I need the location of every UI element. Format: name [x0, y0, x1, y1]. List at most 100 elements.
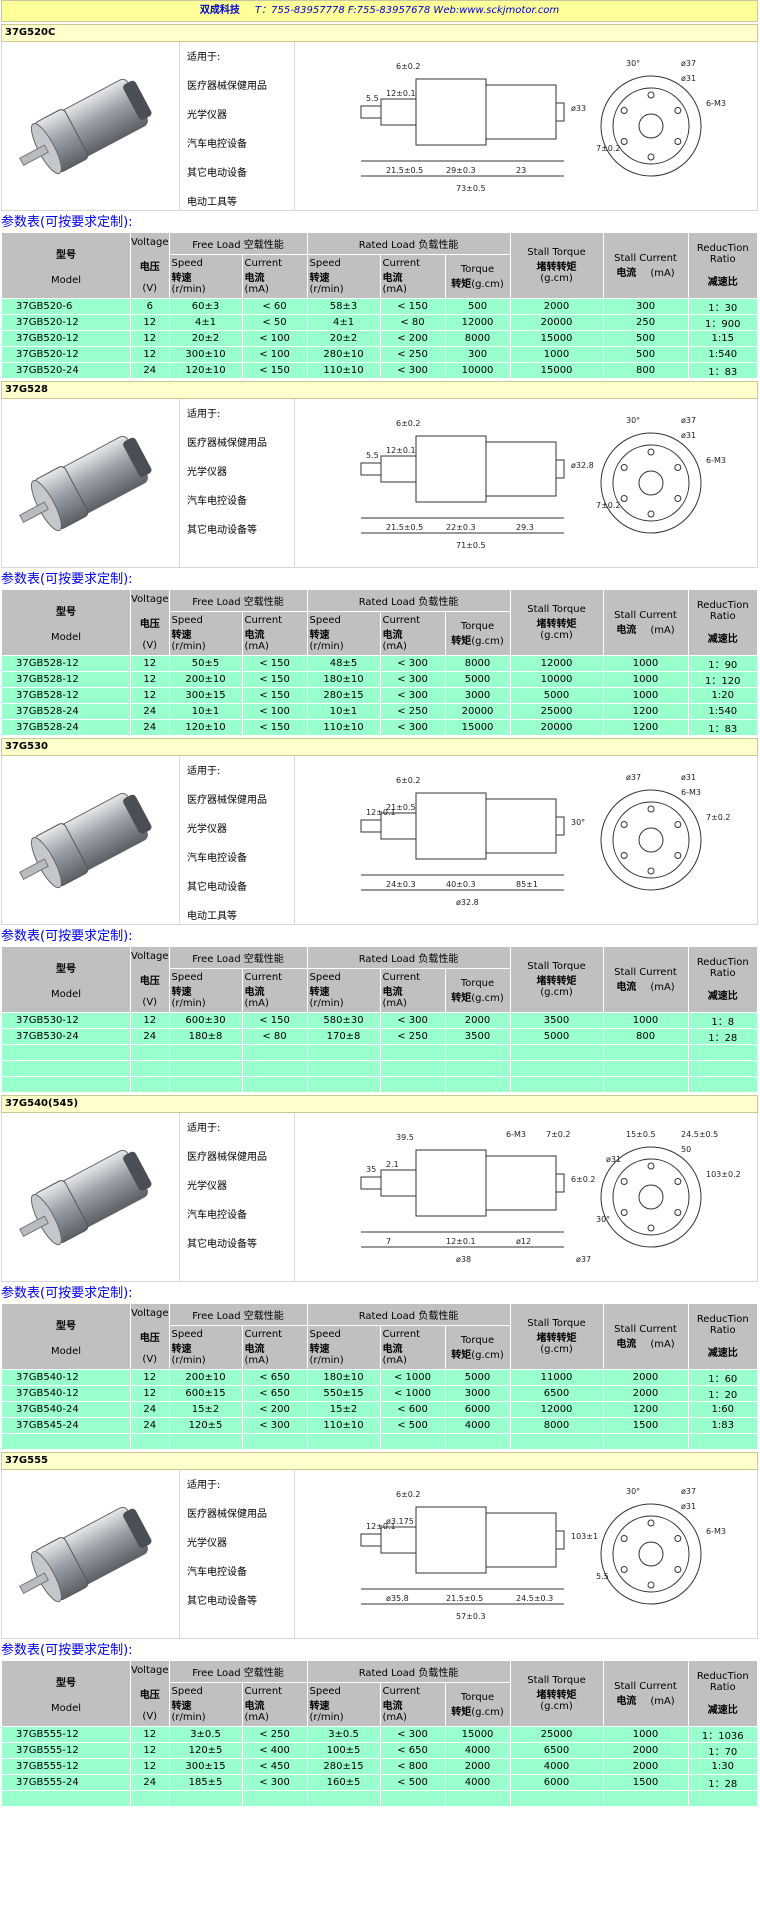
free-current-header-unit: (mA): [244, 284, 269, 295]
table-cell: 12: [130, 1742, 170, 1759]
voltage-unit: (V): [142, 640, 158, 651]
stall-torque-unit: (g.cm): [540, 1701, 573, 1712]
photo-cell: [2, 42, 180, 210]
table-cell: 1:60: [687, 1401, 759, 1418]
free-load-header: Free Load 空载性能: [168, 589, 308, 612]
table-cell: 120±10: [168, 362, 243, 379]
free-speed-header-en: Speed: [171, 258, 203, 269]
table-cell: 37GB528-12: [1, 687, 131, 704]
table-cell: [241, 1076, 308, 1093]
table-cell: 250: [602, 314, 689, 331]
table-row: [1, 1076, 759, 1093]
stall-current-cn: 电流: [616, 624, 637, 636]
dimension-label: 103±1: [571, 1532, 598, 1541]
rated-load-header: Rated Load 负载性能: [306, 589, 511, 612]
table-cell: 37GB520-12: [1, 330, 131, 347]
application-item: 医疗器械保健用品: [187, 795, 267, 806]
table-cell: 1500: [602, 1774, 689, 1791]
table-cell: [1, 1060, 131, 1077]
rated-current-header-unit: (mA): [382, 1712, 407, 1723]
table-cell: 200±10: [168, 671, 243, 688]
dimension-label: 24±0.3: [386, 880, 416, 889]
stall-current-en: Stall Current: [614, 252, 677, 264]
table-cell: < 300: [379, 671, 446, 688]
dimension-label: 7: [386, 1237, 391, 1246]
dimension-label: 21±0.5: [386, 803, 416, 812]
table-cell: 300: [444, 346, 511, 363]
voltage-cn-label: 电压: [139, 262, 160, 273]
applications-list: 适用于:医疗器械保健用品光学仪器汽车电控设备其它电动设备等: [180, 399, 295, 567]
stall-torque-cn: 堵转转矩: [536, 1333, 577, 1344]
table-cell: < 80: [379, 314, 446, 331]
table-cell: 15000: [444, 1726, 511, 1743]
application-item: 适用于:: [187, 766, 221, 777]
table-cell: 37GB520-12: [1, 314, 131, 331]
table-cell: < 150: [241, 671, 308, 688]
table-cell: [509, 1044, 604, 1061]
free-current-header-cn: 电流: [244, 1344, 265, 1355]
params-title: 参数表(可按要求定制):: [1, 929, 133, 944]
table-cell: < 150: [241, 655, 308, 672]
dimension-label: 23: [516, 166, 526, 175]
table-row: [1, 1060, 759, 1077]
dimension-label: ø33: [571, 104, 586, 113]
table-cell: [509, 1433, 604, 1450]
table-cell: 20000: [509, 314, 604, 331]
free-speed-header-cn: 转速: [171, 273, 192, 284]
dimension-label: 12±0.1: [366, 808, 396, 817]
section-title: 37G520C: [1, 24, 758, 42]
table-cell: < 250: [241, 1726, 308, 1743]
table-cell: 6500: [509, 1742, 604, 1759]
table-cell: 48±5: [306, 655, 381, 672]
table-cell: 37GB528-24: [1, 703, 131, 720]
table-cell: 180±10: [306, 1369, 381, 1386]
dimension-label: 6±0.2: [571, 1175, 596, 1184]
table-cell: 15000: [509, 330, 604, 347]
stall-torque-unit: (g.cm): [540, 273, 573, 284]
torque-en: Torque: [460, 263, 495, 275]
dimension-label: 7±0.2: [546, 1130, 571, 1139]
table-cell: 12: [130, 314, 170, 331]
table-cell: [509, 1790, 604, 1807]
table-cell: [130, 1433, 170, 1450]
ratio-en: ReducTion Ratio: [696, 957, 749, 979]
table-cell: 24: [130, 1028, 170, 1045]
table-cell: 12: [130, 1369, 170, 1386]
table-cell: 1000: [602, 671, 689, 688]
table-cell: [444, 1044, 511, 1061]
dimension-label: 24.5±0.3: [516, 1594, 553, 1603]
application-item: 电动工具等: [187, 197, 237, 208]
dimension-label: 30°: [626, 416, 640, 425]
table-cell: [379, 1060, 446, 1077]
table-cell: 12: [130, 671, 170, 688]
dimension-label: 29±0.3: [446, 166, 476, 175]
table-cell: 12: [130, 330, 170, 347]
table-cell: 20000: [444, 703, 511, 720]
contact-info[interactable]: T：755-83957778 F:755-83957678 Web:www.sc…: [255, 5, 560, 16]
ratio-en: ReducTion Ratio: [696, 600, 749, 622]
table-cell: 1：28: [687, 1028, 759, 1045]
table-cell: [130, 1790, 170, 1807]
stall-current-cn: 电流: [616, 981, 637, 993]
table-cell: [444, 1060, 511, 1077]
dimension-label: ø32.8: [456, 898, 479, 907]
table-cell: 1：120: [687, 671, 759, 688]
table-cell: 580±30: [306, 1012, 381, 1029]
stall-torque-cn: 堵转转矩: [536, 619, 577, 630]
model-cn-label: 型号: [56, 606, 76, 618]
table-cell: 58±3: [306, 298, 381, 315]
free-current-header-cn: 电流: [244, 987, 265, 998]
